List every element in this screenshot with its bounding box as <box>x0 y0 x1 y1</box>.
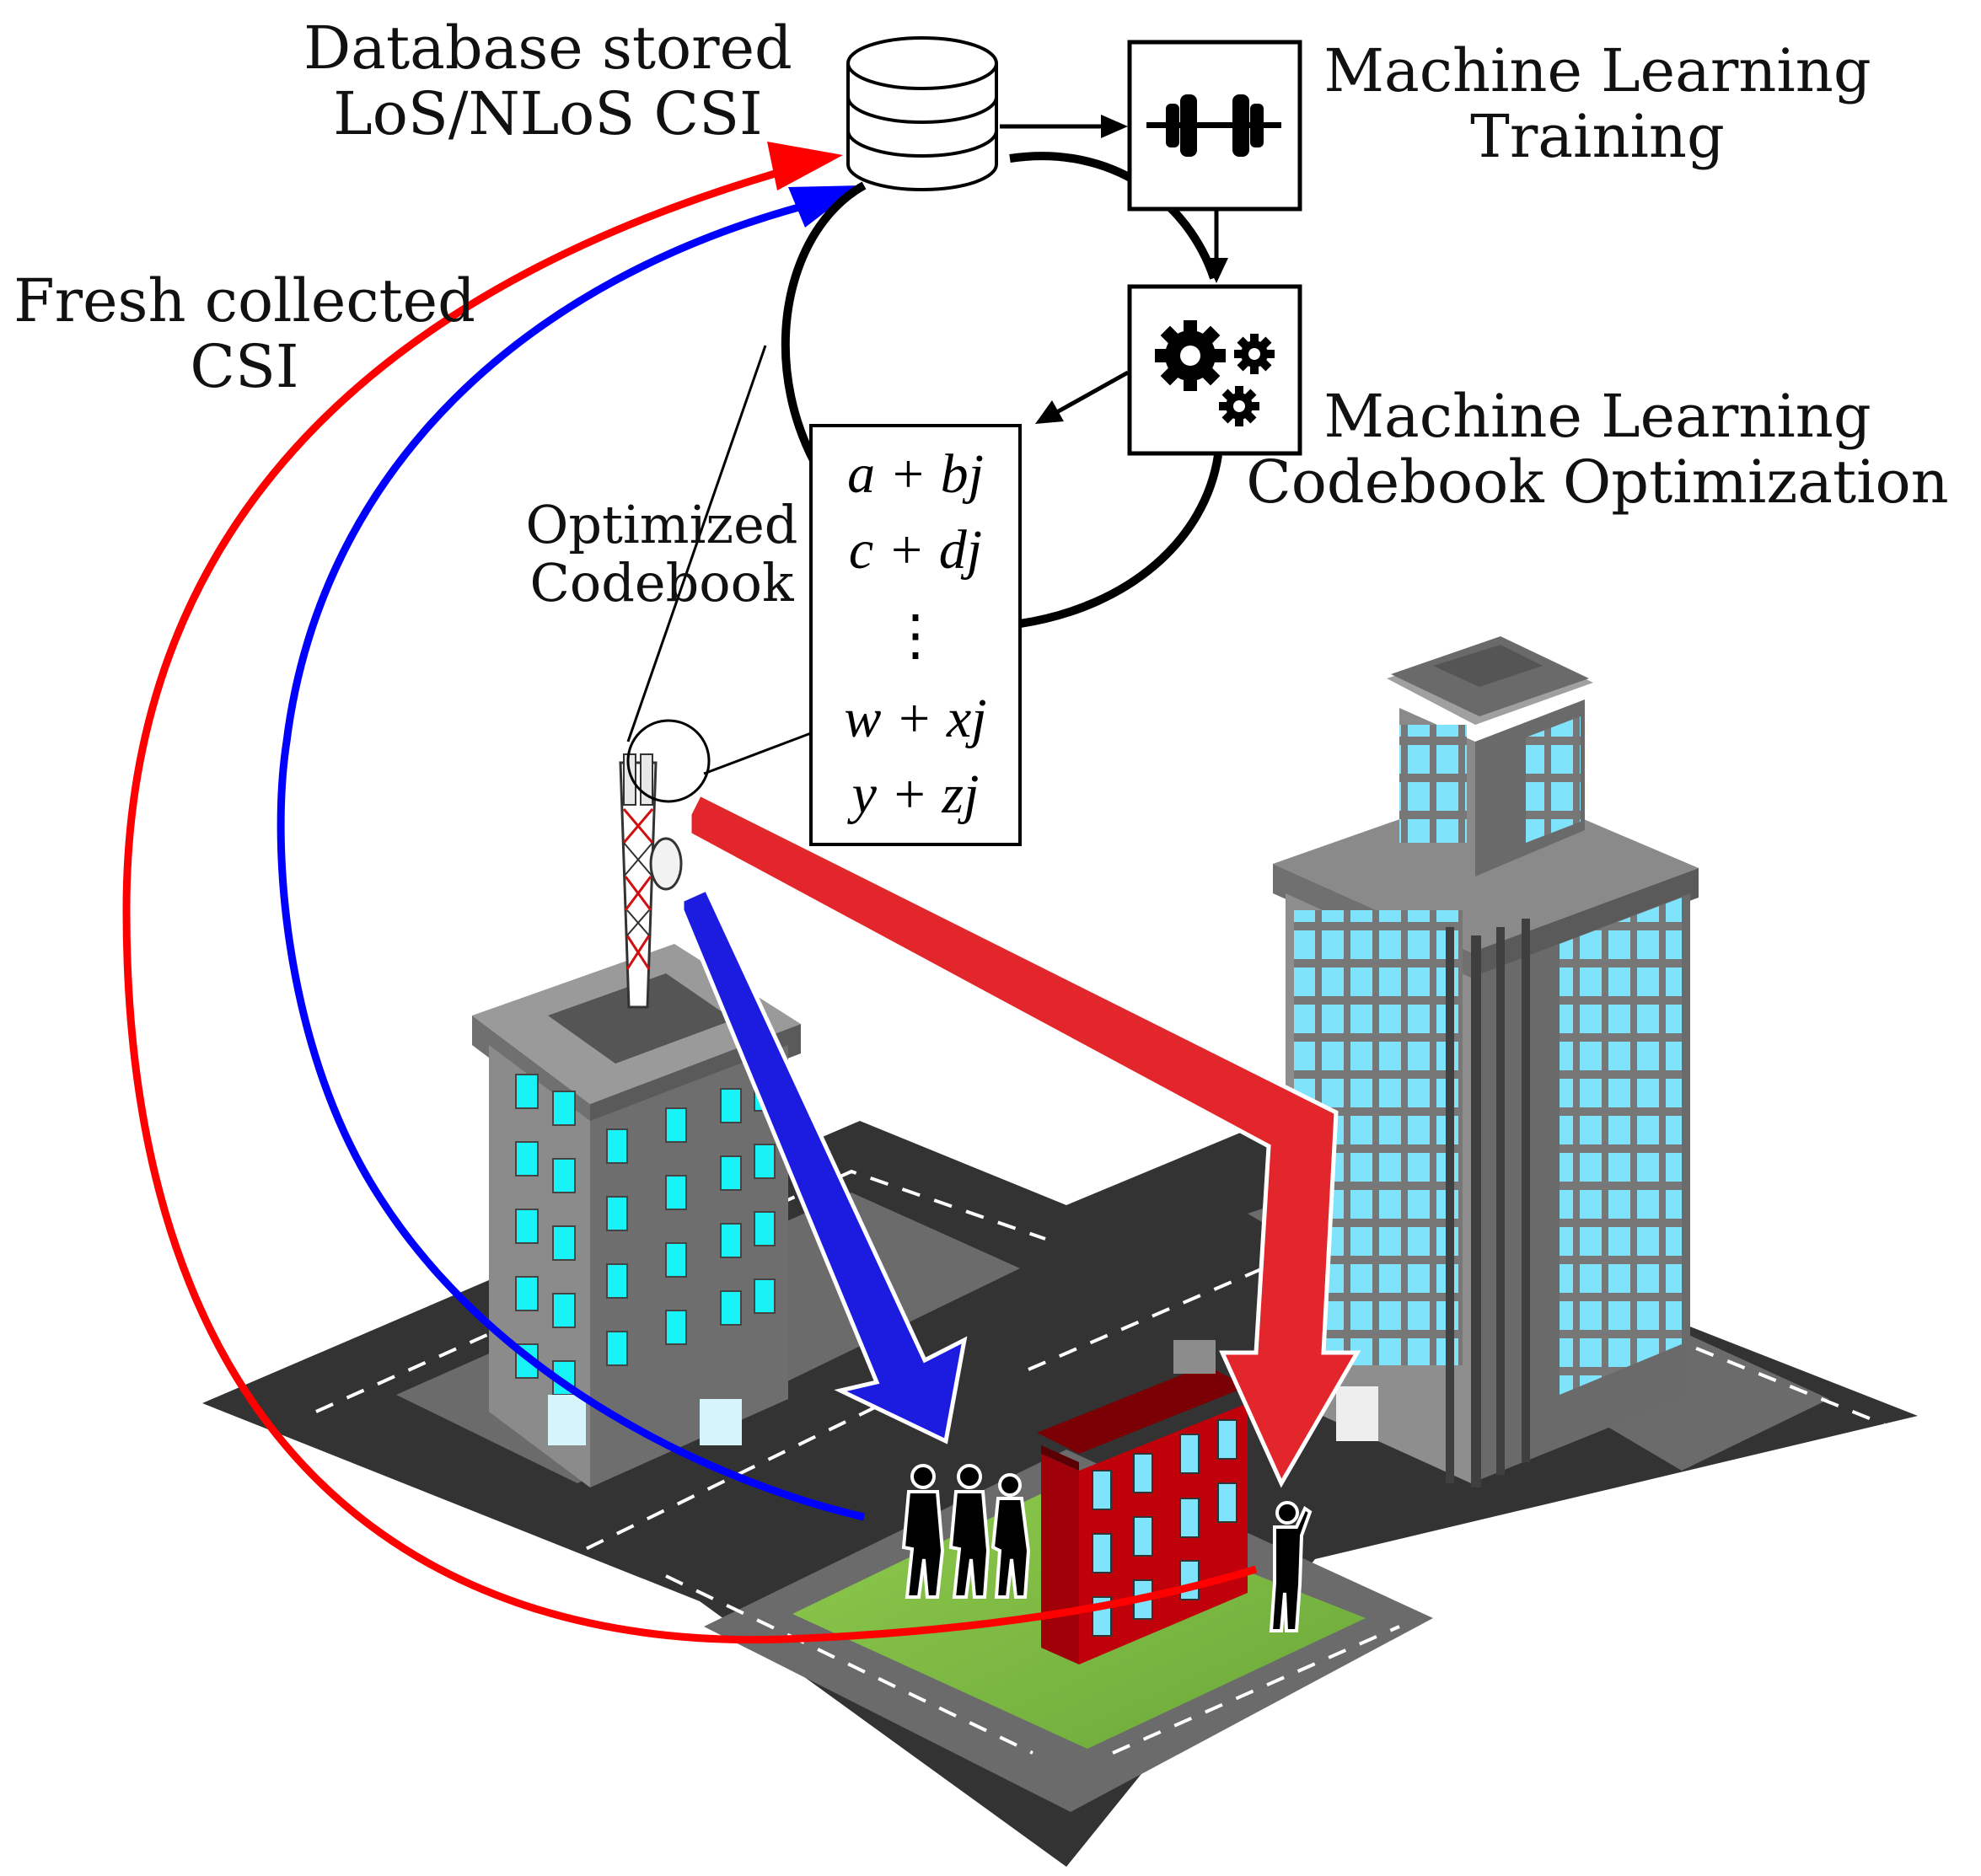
cell-tower-icon <box>619 719 711 1009</box>
training-box <box>1127 40 1302 212</box>
left-building-door <box>548 1395 586 1445</box>
opt-to-codebook-arrowhead <box>1035 400 1064 424</box>
ml-codebook-label: Machine Learning Codebook Optimization <box>1227 383 1968 516</box>
fresh-csi-red-arrowhead <box>767 142 843 190</box>
codebook-entry-4: y + zj <box>851 764 980 825</box>
person-2-icon <box>948 1464 990 1599</box>
ml-training-label-line2: Training <box>1470 102 1725 172</box>
codebook-entry-ellipsis: ⋮ <box>888 605 943 667</box>
fresh-csi-label-line2: CSI <box>190 332 299 402</box>
ml-training-label-line1: Machine Learning <box>1323 36 1871 105</box>
codebook-entry-2: c + dj <box>848 519 983 581</box>
nlos-beam-arrow <box>679 886 968 1445</box>
red-house-windows <box>1092 1419 1237 1637</box>
skyscraper-door <box>1336 1386 1378 1441</box>
person-3-icon <box>990 1473 1031 1599</box>
skyscraper-upper-windows <box>1399 725 1467 843</box>
fresh-csi-label: Fresh collected CSI <box>0 268 489 400</box>
optimized-codebook-label: Optimized Codebook <box>497 496 826 613</box>
ml-codebook-label-line1: Machine Learning <box>1323 382 1871 451</box>
skyscraper-windows-side <box>1560 898 1682 1395</box>
right-skyscraper <box>1273 636 1699 1487</box>
person-phone-icon <box>1269 1501 1313 1632</box>
codebook-entries: a + bj c + dj ⋮ w + xj y + zj <box>811 426 1020 844</box>
optimized-codebook-label-line2: Codebook <box>529 552 794 614</box>
training-to-opt-arrowhead <box>1205 258 1228 283</box>
fresh-csi-blue-arc <box>276 198 866 1521</box>
ml-training-label: Machine Learning Training <box>1307 38 1888 170</box>
callout-line-bottom <box>703 732 812 775</box>
database-label: Database stored LoS/NLoS CSI <box>278 15 818 147</box>
ml-codebook-label-line2: Codebook Optimization <box>1246 448 1949 517</box>
database-label-line1: Database stored <box>303 13 792 83</box>
person-1-icon <box>901 1464 945 1599</box>
codebook-entry-1: a + bj <box>847 443 984 505</box>
los-beam-arrow <box>687 791 1361 1488</box>
db-to-training-arrowhead <box>1101 115 1128 138</box>
database-label-line2: LoS/NLoS CSI <box>333 79 763 149</box>
dish-antenna-icon <box>649 837 683 891</box>
left-building-door-2 <box>700 1399 742 1445</box>
codebook-table <box>809 424 1022 846</box>
opt-to-codebook-arrow <box>1054 370 1130 415</box>
database-icon <box>846 36 998 191</box>
zoom-circle <box>626 719 711 803</box>
fresh-csi-label-line1: Fresh collected <box>13 266 475 335</box>
dumbbell-icon <box>1146 94 1281 157</box>
codebook-entry-3: w + xj <box>844 688 987 749</box>
optimization-box <box>1127 284 1302 456</box>
gears-icon <box>1155 320 1275 426</box>
fresh-csi-red-arc <box>122 164 1258 1644</box>
left-building-windows-front <box>515 1074 576 1396</box>
callout-line-top <box>626 345 767 742</box>
optimized-codebook-label-line1: Optimized <box>525 494 798 555</box>
user-group-silhouettes <box>901 1464 1313 1632</box>
